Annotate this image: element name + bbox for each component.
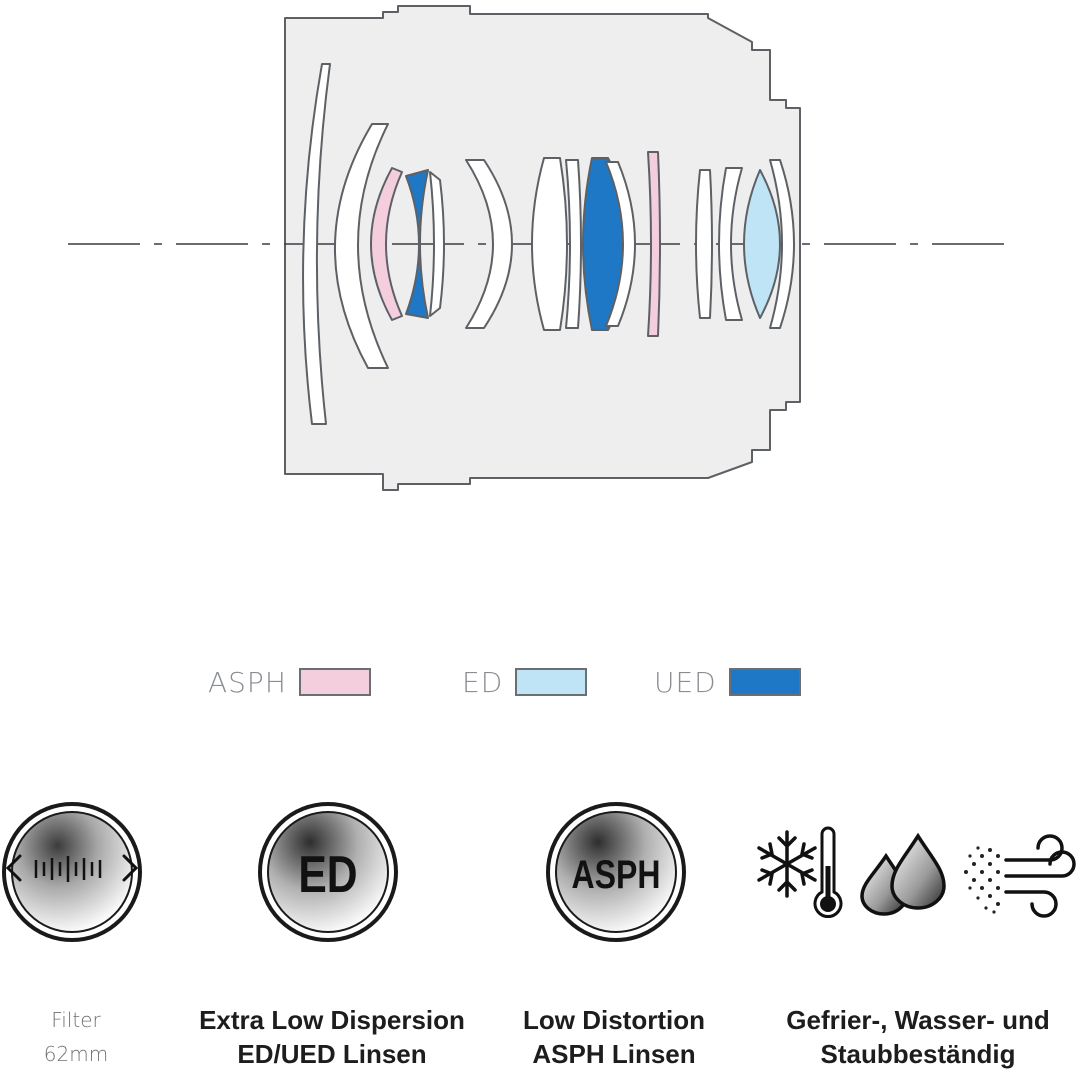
- legend-asph: ASPH: [208, 662, 371, 702]
- ed-badge-text: ED: [298, 846, 357, 904]
- legend-ued: UED: [654, 662, 801, 702]
- caption-asph-line2: ASPH Linsen: [532, 1039, 696, 1069]
- legend-ed-label: ED: [462, 665, 504, 699]
- lens-element-14-ed: [743, 169, 781, 319]
- legend-asph-label: ASPH: [208, 665, 287, 699]
- lens-element-6: [465, 159, 513, 329]
- legend-ed-swatch: [515, 668, 588, 696]
- caption-asph: Low Distortion ASPH Linsen: [496, 1003, 732, 1071]
- thermometer-icon: [813, 826, 843, 919]
- lens-element-4-ued: [405, 169, 429, 319]
- ed-badge-icon: ED: [258, 802, 398, 942]
- lens-element-3-asph: [370, 167, 403, 321]
- caption-filter-line2: 62mm: [43, 1042, 109, 1066]
- caption-ed-line1: Extra Low Dispersion: [199, 1005, 465, 1035]
- lens-element-10: [605, 161, 636, 327]
- water-drops-icon: [860, 832, 946, 916]
- lens-element-8: [565, 159, 582, 329]
- lens-element-12: [695, 169, 713, 319]
- caption-filter-line1: Filter: [51, 1008, 101, 1032]
- legend-ued-swatch: [728, 668, 801, 696]
- legend-ued-label: UED: [654, 665, 717, 699]
- legend-asph-swatch: [298, 668, 371, 696]
- caption-ed-line2: ED/UED Linsen: [237, 1039, 427, 1069]
- caption-asph-line1: Low Distortion: [523, 1005, 705, 1035]
- lens-element-1: [302, 63, 331, 425]
- asph-badge-text: ASPH: [572, 852, 661, 897]
- asph-badge-icon: ASPH: [546, 802, 686, 942]
- filter-thread-icon: [2, 802, 142, 942]
- snowflake-icon: [757, 830, 817, 898]
- lens-cross-section-diagram: [68, 5, 1014, 491]
- lens-element-13: [718, 167, 743, 321]
- dust-wind-icon: [964, 834, 1076, 918]
- lens-element-2: [334, 123, 389, 369]
- caption-sealing: Gefrier-, Wasser- und Staubbeständig: [756, 1003, 1080, 1071]
- legend-ed: ED: [462, 662, 588, 702]
- caption-sealing-line2: Staubbeständig: [820, 1039, 1016, 1069]
- caption-ed: Extra Low Dispersion ED/UED Linsen: [172, 1003, 492, 1071]
- caption-sealing-line1: Gefrier-, Wasser- und: [786, 1005, 1050, 1035]
- caption-filter: Filter 62mm: [16, 1003, 136, 1071]
- lens-element-15: [769, 159, 795, 329]
- lens-element-11-asph: [647, 151, 661, 337]
- lens-element-7: [531, 157, 568, 331]
- lens-element-5: [429, 171, 445, 317]
